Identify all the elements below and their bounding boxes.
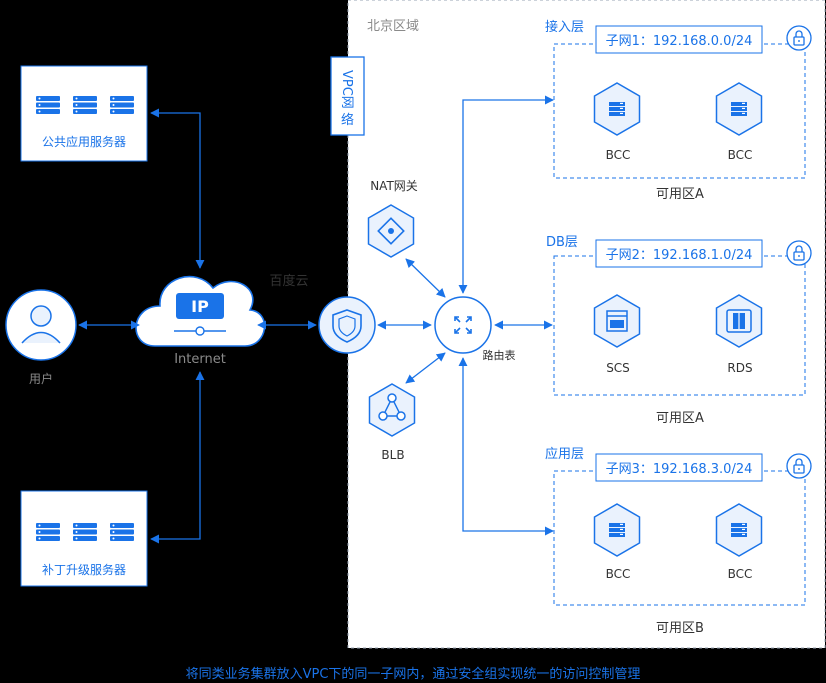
user-icon bbox=[5, 289, 77, 361]
blb-label: BLB bbox=[381, 448, 404, 462]
lock-icon bbox=[786, 453, 812, 479]
node-label: SCS bbox=[606, 361, 630, 375]
user-label: 用户 bbox=[29, 371, 53, 386]
caption: 将同类业务集群放入VPC下的同一子网内，通过安全组实现统一的访问控制管理 bbox=[186, 666, 641, 682]
node-label: BCC bbox=[606, 567, 631, 581]
subnet-tag bbox=[595, 25, 763, 54]
ip-badge: IP bbox=[191, 297, 209, 316]
node-label: BCC bbox=[606, 148, 631, 162]
lock-icon bbox=[786, 25, 812, 51]
region-label: 北京区域 bbox=[367, 19, 419, 34]
rds-database-icon bbox=[715, 294, 763, 348]
shield-icon bbox=[318, 296, 376, 354]
server-rack-icon bbox=[36, 96, 134, 114]
subnet-tag bbox=[595, 453, 763, 482]
public-server-label: 公共应用服务器 bbox=[42, 134, 126, 149]
router-icon bbox=[434, 296, 492, 354]
nat-gateway-icon bbox=[367, 204, 415, 258]
server-rack-icon bbox=[36, 523, 134, 541]
scs-cache-icon bbox=[593, 294, 641, 348]
subnet-label: 子网2：192.168.1.0/24 bbox=[606, 248, 753, 263]
cloud-icon bbox=[135, 275, 266, 347]
subnet-label: 子网1：192.168.0.0/24 bbox=[606, 34, 753, 49]
nat-label: NAT网关 bbox=[370, 179, 418, 193]
load-balancer-icon bbox=[368, 383, 416, 437]
subnet-tag bbox=[595, 239, 763, 268]
vpc-label-line1: VPC网 bbox=[339, 70, 354, 109]
vpc-label-line2: 络 bbox=[341, 112, 354, 128]
baidu-cloud-label: 百度云 bbox=[269, 273, 308, 289]
zone-label: 可用区A bbox=[656, 411, 704, 426]
router-label: 路由表 bbox=[483, 348, 516, 362]
node-label: RDS bbox=[727, 361, 752, 375]
layer-name-db: DB层 bbox=[546, 235, 578, 250]
vpc-label-box bbox=[330, 56, 365, 136]
patch-server-label: 补丁升级服务器 bbox=[42, 562, 126, 577]
subnet-label: 子网3：192.168.3.0/24 bbox=[606, 462, 753, 477]
layer-name-access: 接入层 bbox=[545, 19, 584, 35]
subnet-zone-box bbox=[553, 255, 806, 396]
connectors bbox=[78, 95, 554, 544]
layer-name-app: 应用层 bbox=[545, 446, 584, 462]
subnet-zone-box bbox=[553, 43, 806, 179]
internet-label: Internet bbox=[174, 352, 226, 367]
zone-label: 可用区A bbox=[656, 187, 704, 202]
node-label: BCC bbox=[728, 567, 753, 581]
node-label: BCC bbox=[728, 148, 753, 162]
subnet-zone-box bbox=[553, 470, 806, 606]
lock-icon bbox=[786, 240, 812, 266]
zone-label: 可用区B bbox=[656, 621, 704, 636]
